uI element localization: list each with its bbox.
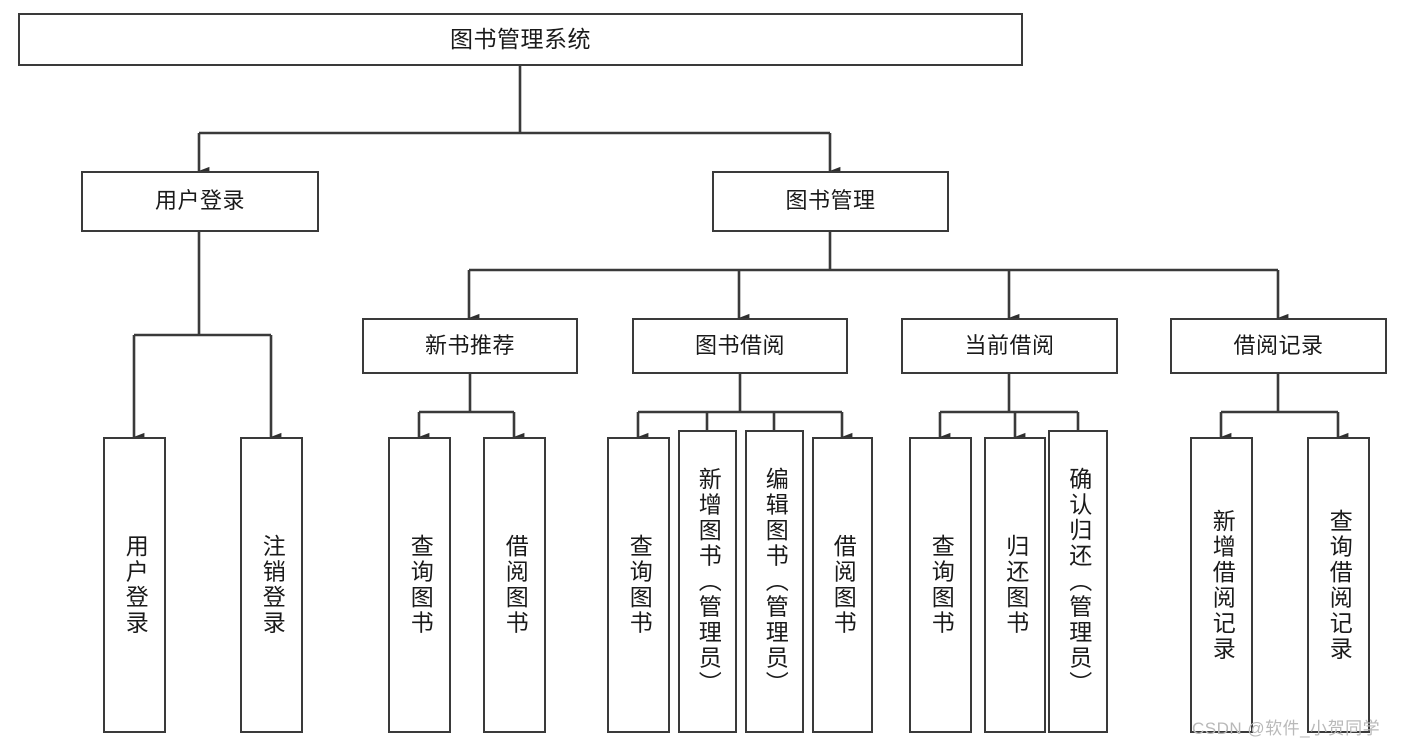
- leaf-borrow-book-1[interactable]: 借阅图书: [483, 437, 546, 733]
- node-label: 借阅记录: [1233, 332, 1324, 358]
- node-book-borrow[interactable]: 图书借阅: [632, 318, 848, 374]
- leaf-edit-book-admin[interactable]: 编辑图书（管理员）: [745, 430, 804, 733]
- node-borrow-record[interactable]: 借阅记录: [1170, 318, 1387, 374]
- csdn-watermark: CSDN @软件_小贺同学: [1192, 719, 1381, 738]
- node-new-book-recommend[interactable]: 新书推荐: [362, 318, 578, 374]
- leaf-user-login[interactable]: 用户登录: [103, 437, 166, 733]
- node-label: 注销登录: [259, 534, 286, 636]
- leaf-borrow-book-2[interactable]: 借阅图书: [812, 437, 873, 733]
- node-label: 查询图书: [626, 534, 653, 636]
- node-label: 用户登录: [154, 188, 245, 214]
- node-label: 编辑图书（管理员）: [762, 466, 789, 697]
- node-label: 新增图书（管理员）: [695, 466, 722, 697]
- leaf-return-book[interactable]: 归还图书: [984, 437, 1046, 733]
- leaf-query-borrow-record[interactable]: 查询借阅记录: [1307, 437, 1370, 733]
- node-label: 当前借阅: [964, 332, 1055, 358]
- node-label: 查询借阅记录: [1326, 508, 1353, 662]
- leaf-add-borrow-record[interactable]: 新增借阅记录: [1190, 437, 1253, 733]
- tree-edges: [132, 66, 1349, 442]
- node-label: 图书借阅: [694, 332, 785, 358]
- node-label: 借阅图书: [830, 534, 857, 636]
- node-label: 图书管理系统: [450, 25, 591, 52]
- node-label: 用户登录: [122, 534, 149, 636]
- node-label: 借阅图书: [502, 534, 529, 636]
- node-label: 确认归还（管理员）: [1065, 466, 1092, 697]
- node-current-borrow[interactable]: 当前借阅: [901, 318, 1118, 374]
- leaf-query-book-1[interactable]: 查询图书: [388, 437, 451, 733]
- node-user-login[interactable]: 用户登录: [81, 171, 319, 232]
- leaf-confirm-return-admin[interactable]: 确认归还（管理员）: [1048, 430, 1108, 733]
- node-label: 归还图书: [1002, 534, 1029, 636]
- node-label: 新书推荐: [424, 332, 515, 358]
- node-label: 新增借阅记录: [1209, 508, 1236, 662]
- node-root-system[interactable]: 图书管理系统: [18, 13, 1023, 66]
- leaf-query-book-3[interactable]: 查询图书: [909, 437, 972, 733]
- leaf-query-book-2[interactable]: 查询图书: [607, 437, 670, 733]
- node-book-manage[interactable]: 图书管理: [712, 171, 949, 232]
- leaf-user-logout[interactable]: 注销登录: [240, 437, 303, 733]
- leaf-add-book-admin[interactable]: 新增图书（管理员）: [678, 430, 737, 733]
- node-label: 查询图书: [928, 534, 955, 636]
- node-label: 查询图书: [407, 534, 434, 636]
- node-label: 图书管理: [785, 188, 876, 214]
